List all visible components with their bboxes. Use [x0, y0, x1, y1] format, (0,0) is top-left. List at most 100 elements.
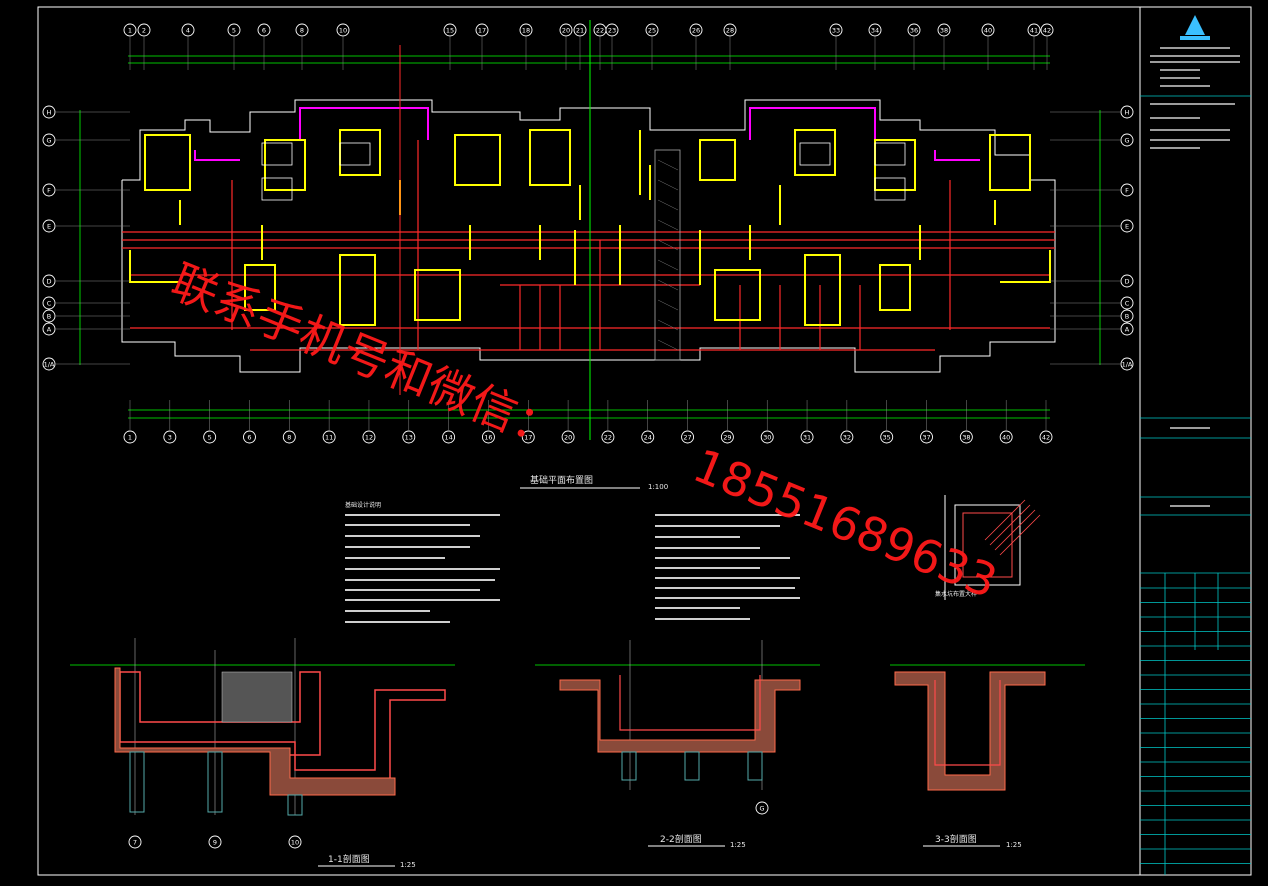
svg-text:18: 18 [522, 27, 530, 35]
svg-text:30: 30 [763, 434, 771, 442]
sheet-border [37, 6, 1252, 876]
svg-text:25: 25 [648, 27, 656, 35]
title-block [1140, 15, 1251, 875]
svg-text:H: H [1125, 109, 1130, 117]
svg-text:11: 11 [325, 434, 333, 442]
svg-text:29: 29 [723, 434, 731, 442]
axis-right-A: A [1120, 322, 1134, 336]
axis-top-17: 17 [475, 23, 489, 37]
axis-top-22: 22 [593, 23, 607, 37]
svg-text:33: 33 [832, 27, 840, 35]
axis-bottom-27: 27 [681, 430, 695, 444]
svg-text:42: 42 [1043, 27, 1051, 35]
svg-text:26: 26 [692, 27, 700, 35]
svg-text:28: 28 [726, 27, 734, 35]
section-3-3: 3-3剖面图 1:25 [890, 664, 1085, 849]
svg-text:32: 32 [843, 434, 851, 442]
svg-text:42: 42 [1042, 434, 1050, 442]
axis-top-38: 38 [937, 23, 951, 37]
axis-left-1/A: 1/A [42, 357, 56, 371]
building-outline [121, 99, 1056, 373]
axis-top-4: 4 [181, 23, 195, 37]
svg-text:E: E [1125, 223, 1129, 231]
axis-left-H: H [42, 105, 56, 119]
svg-text:10: 10 [339, 27, 347, 35]
axis-bottom-24: 24 [641, 430, 655, 444]
notes-title: 基础设计说明 [345, 501, 381, 509]
section-3-3-title: 3-3剖面图 [935, 833, 977, 845]
axis-bottom-32: 32 [840, 430, 854, 444]
svg-text:14: 14 [444, 434, 452, 442]
axis-top-21: 21 [573, 23, 587, 37]
svg-text:17: 17 [524, 434, 532, 442]
svg-text:38: 38 [940, 27, 948, 35]
svg-text:C: C [47, 300, 52, 308]
section-2-axis-G: G [755, 801, 769, 815]
axis-bottom-29: 29 [720, 430, 734, 444]
pit-symbols [261, 142, 906, 201]
svg-text:40: 40 [984, 27, 992, 35]
svg-text:20: 20 [562, 27, 570, 35]
svg-text:12: 12 [365, 434, 373, 442]
detail-title: 集水坑布置大样 [935, 590, 977, 598]
axis-bottom-17: 17 [521, 430, 535, 444]
svg-text:G: G [759, 805, 764, 813]
svg-text:7: 7 [133, 839, 137, 847]
axis-right-1/A: 1/A [1120, 357, 1134, 371]
title-block-text-lines [1150, 47, 1240, 507]
svg-text:5: 5 [232, 27, 236, 35]
svg-text:38: 38 [962, 434, 970, 442]
axis-bottom-8: 8 [282, 430, 296, 444]
axis-top-26: 26 [689, 23, 703, 37]
svg-text:40: 40 [1002, 434, 1010, 442]
company-logo-icon [1185, 15, 1205, 35]
axis-bottom-37: 37 [920, 430, 933, 444]
axis-right-B: B [1120, 309, 1134, 323]
svg-text:G: G [1124, 137, 1129, 145]
svg-text:9: 9 [213, 839, 217, 847]
plan-scale: 1:100 [648, 483, 668, 491]
axis-bottom-3: 3 [163, 430, 177, 444]
core-zone [654, 149, 681, 361]
section-3-3-scale: 1:25 [1006, 841, 1022, 849]
svg-text:D: D [46, 278, 51, 286]
svg-text:3: 3 [168, 434, 172, 442]
svg-text:A: A [1125, 326, 1130, 334]
axis-top-23: 23 [605, 23, 619, 37]
svg-text:27: 27 [683, 434, 691, 442]
magenta-wall-left [299, 107, 429, 140]
axis-bottom-30: 30 [760, 430, 774, 444]
axis-bottom-1: 1 [123, 430, 137, 444]
svg-text:C: C [1125, 300, 1130, 308]
axis-left-A: A [42, 322, 56, 336]
svg-text:17: 17 [478, 27, 486, 35]
svg-text:G: G [46, 137, 51, 145]
svg-text:34: 34 [871, 27, 879, 35]
svg-text:F: F [47, 187, 51, 195]
svg-text:6: 6 [262, 27, 266, 35]
section-1-axis-7: 7 [128, 835, 142, 849]
axis-bottom-16: 16 [481, 430, 495, 444]
axis-right-E: E [1120, 219, 1134, 233]
section-2-2-title: 2-2剖面图 [660, 833, 702, 845]
svg-text:B: B [1125, 313, 1129, 321]
pit-detail: 集水坑布置大样 [935, 495, 1041, 600]
section-2-2-axes: G [755, 801, 769, 815]
magenta-wall-4 [934, 150, 980, 161]
axis-right-H: H [1120, 105, 1134, 119]
svg-text:37: 37 [922, 434, 930, 442]
svg-text:10: 10 [291, 839, 299, 847]
axis-left-F: F [42, 183, 56, 197]
svg-text:4: 4 [186, 27, 190, 35]
axis-bottom-6: 6 [243, 430, 256, 444]
notes-text-lines [345, 514, 800, 623]
axis-right-G: G [1120, 133, 1134, 147]
axis-top-40: 40 [981, 23, 995, 37]
axis-top-1: 1 [123, 23, 137, 37]
axis-top-33: 33 [829, 23, 843, 37]
axis-left-B: B [42, 309, 56, 323]
